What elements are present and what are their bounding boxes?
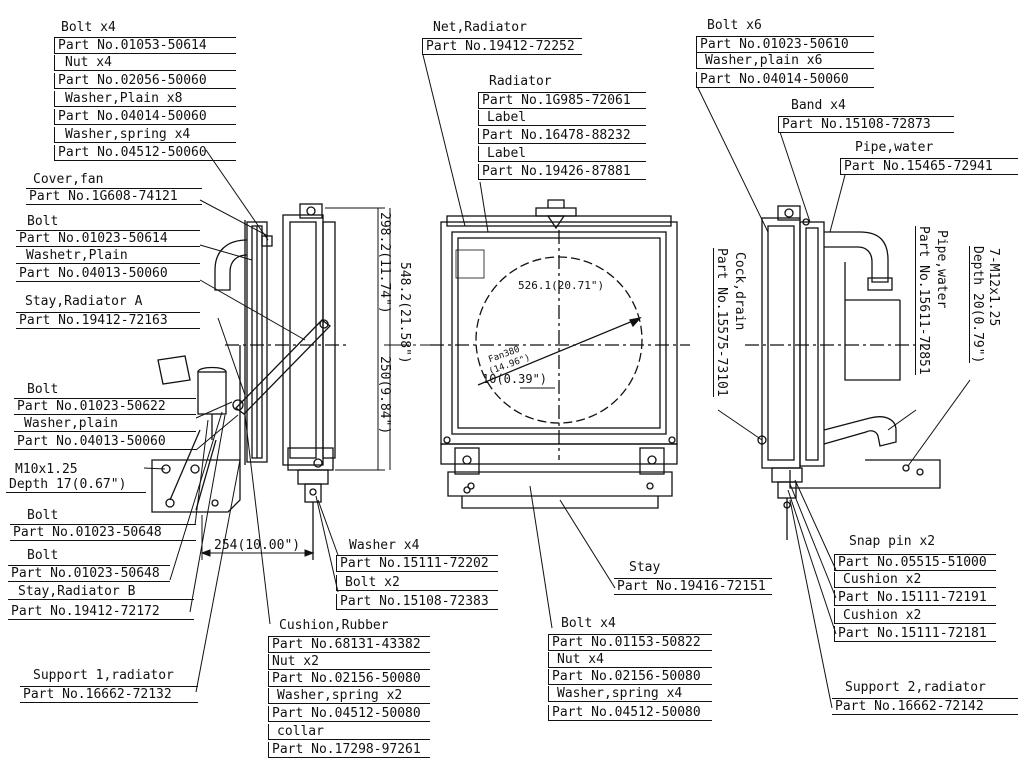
callout-band-x4-part: Part No.15108-72873 (778, 116, 954, 133)
callout-washer-plain-a-part: Part No.04013-50060 (16, 266, 200, 282)
callout-bolt-x6-part: Part No.01023-50610 (696, 36, 874, 53)
callout-support-1-part: Part No.16662-72132 (20, 686, 198, 703)
callout-stay-b-part: Part No.19412-72172 (8, 604, 194, 620)
callout-label-2-name: Label (478, 146, 646, 162)
callout-support-2-name: Support 2,radiator (845, 680, 986, 695)
callout-label-2-part: Part No.19426-87881 (478, 164, 646, 180)
dimension-height-upper: 298.2(11.74") (377, 212, 392, 314)
callout-washer-spring-x4-b-name: Washer,spring x4 (548, 686, 712, 702)
callout-nut-x4-b-part: Part No.02156-50080 (548, 669, 712, 685)
callout-cushion-rubber-name: Cushion,Rubber (279, 618, 389, 633)
callout-bolt-x4-b-part: Part No.01153-50822 (548, 634, 712, 651)
thread-spec-right-name: 7-M12x1.25 (986, 248, 1001, 327)
callout-washer-spring-x4-part: Part No.04512-50060 (54, 145, 236, 161)
callout-washer-spring-x4-b-part: Part No.04512-50080 (548, 705, 712, 721)
callout-cover-fan-name: Cover,fan (33, 172, 104, 187)
callout-pipe-water-1-part: Part No.15465-72941 (840, 158, 1018, 175)
callout-net-name: Net,Radiator (433, 20, 527, 35)
left-dimension-lines (200, 207, 430, 560)
callout-radiator-name: Radiator (489, 74, 552, 89)
callout-nut-x4-part: Part No.02056-50060 (54, 73, 236, 89)
callout-nut-x2-name: Nut x2 (268, 654, 430, 670)
callout-washer-plain-x6-name: Washer,plain x6 (696, 53, 874, 69)
callout-cover-fan-part: Part No.1G608-74121 (26, 188, 202, 205)
callout-bolt-a-name: Bolt (27, 214, 59, 229)
callout-bolt-b-part: Part No.01023-50622 (14, 398, 196, 415)
callout-label-1-part: Part No.16478-88232 (478, 128, 646, 144)
callout-washer-plain-b-name: Washer,plain (14, 416, 196, 432)
callout-washer-plain-a-name: Washetr,Plain (16, 248, 200, 264)
thread-spec-left-1: M10x1.25 (15, 462, 78, 477)
callout-bolt-x4-part: Part No.01053-50614 (54, 37, 236, 54)
callout-cushion-x2-b-name: Cushion x2 (834, 608, 996, 624)
callout-bolt-x6-name: Bolt x6 (707, 18, 762, 33)
dimension-height-lower: 250(9.84") (377, 356, 392, 435)
callout-washer-plain-x6-part: Part No.04014-50060 (696, 72, 874, 88)
callout-washer-plain-b-part: Part No.04013-50060 (14, 434, 196, 450)
callout-stay-name: Stay (629, 560, 661, 575)
thread-spec-left-2: Depth 17(0.67") (6, 477, 146, 493)
callout-washer-x4-name: Washer x4 (349, 538, 420, 553)
callout-bolt-c-part: Part No.01023-50648 (10, 524, 196, 541)
callout-pipe-water-2-name: Pipe,water (934, 230, 949, 309)
callout-washer-plain-x8-name: Washer,Plain x8 (54, 91, 236, 107)
callout-bolt-a-part: Part No.01023-50614 (16, 230, 200, 247)
callout-snap-pin-x2-part: Part No.05515-51000 (834, 554, 996, 571)
callout-pipe-water-2-part: Part No.15611-72851 (915, 226, 931, 375)
callout-stay-part: Part No.19416-72151 (614, 578, 772, 595)
callout-label-1-name: Label (478, 110, 646, 126)
callout-washer-plain-x8-part: Part No.04014-50060 (54, 109, 236, 125)
callout-cushion-x2-a-name: Cushion x2 (834, 572, 996, 588)
callout-bolt-x4-name: Bolt x4 (61, 20, 116, 35)
callout-cushion-x2-b-part: Part No.15111-72181 (834, 626, 996, 642)
callout-bolt-d-name: Bolt (27, 548, 59, 563)
callout-bolt-d-part: Part No.01023-50648 (8, 565, 170, 582)
front-view (430, 199, 690, 509)
callout-collar-part: Part No.17298-97261 (268, 742, 430, 758)
callout-stay-b-name: Stay,Radiator B (8, 584, 194, 600)
left-side-view (151, 203, 350, 560)
callout-nut-x2-part: Part No.02156-50080 (268, 671, 430, 687)
callout-bolt-b-name: Bolt (27, 382, 59, 397)
dimension-offset: 10(0.39") (482, 372, 548, 386)
callout-bolt-c-name: Bolt (27, 508, 59, 523)
callout-cock-drain-name: Cock,drain (732, 252, 747, 331)
callout-pipe-water-1-name: Pipe,water (855, 140, 934, 155)
callout-nut-x4-name: Nut x4 (54, 55, 236, 71)
thread-spec-right-part: Depth 20(0.79") (969, 246, 985, 364)
callout-net-part: Part No.19412-72252 (422, 38, 582, 55)
callout-bolt-x2-part: Part No.15108-72383 (336, 594, 498, 610)
dimension-fan-diameter: 526.1(20.71") (518, 279, 605, 292)
callout-bolt-x2-name: Bolt x2 (336, 575, 498, 591)
callout-collar-name: collar (268, 724, 430, 740)
leader-lines (143, 54, 971, 709)
dimension-height-total: 548.2(21.58") (397, 262, 412, 364)
callout-washer-x4-part: Part No.15111-72202 (336, 555, 498, 572)
dimension-width-254: 254(10.00") (214, 538, 301, 553)
callout-washer-spring-x2-part: Part No.04512-50080 (268, 706, 430, 722)
callout-washer-spring-x4-name: Washer,spring x4 (54, 127, 236, 143)
callout-stay-a-name: Stay,Radiator A (25, 294, 143, 309)
callout-radiator-part: Part No.1G985-72061 (478, 92, 646, 109)
callout-cushion-rubber-part: Part No.68131-43382 (268, 636, 430, 653)
callout-snap-pin-x2-name: Snap pin x2 (849, 534, 936, 549)
callout-nut-x4-b-name: Nut x4 (548, 652, 712, 668)
callout-support-2-part: Part No.16662-72142 (832, 698, 1018, 715)
callout-bolt-x4-b-name: Bolt x4 (561, 616, 616, 631)
right-side-view (745, 205, 941, 540)
callout-stay-a-part: Part No.19412-72163 (16, 312, 200, 329)
callout-washer-spring-x2-name: Washer,spring x2 (268, 688, 430, 704)
callout-cock-drain-part: Part No.15575-73101 (713, 248, 729, 397)
callout-cushion-x2-a-part: Part No.15111-72191 (834, 590, 996, 606)
callout-support-1-name: Support 1,radiator (33, 668, 174, 683)
callout-band-x4-name: Band x4 (791, 98, 846, 113)
